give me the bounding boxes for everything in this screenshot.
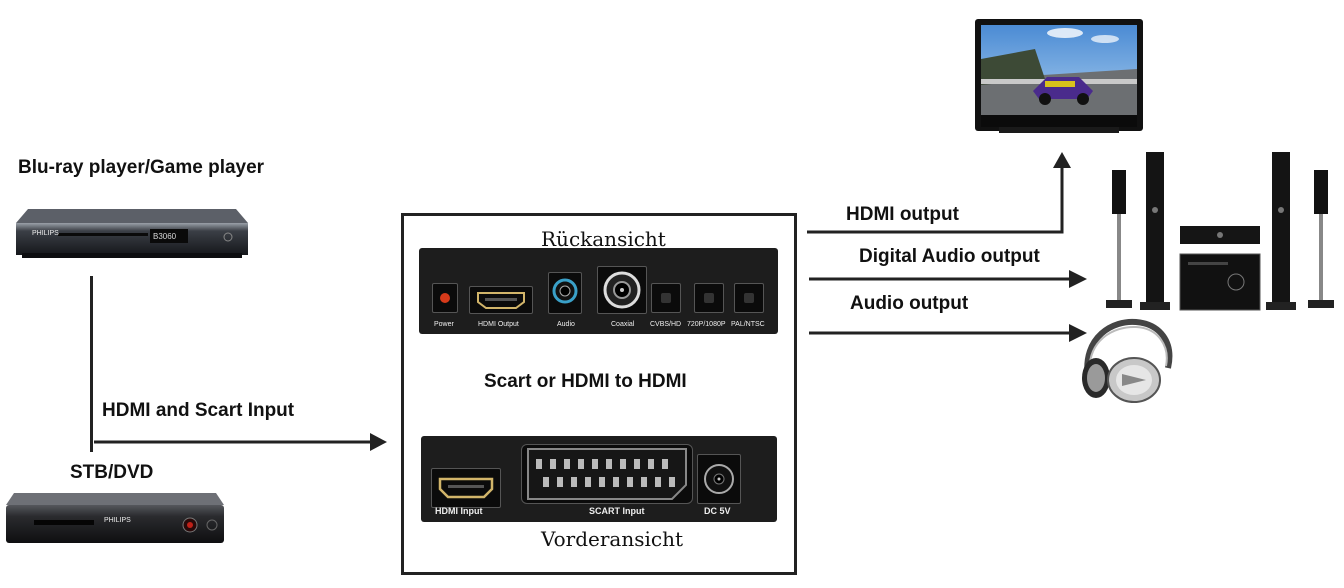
- scart-input-port: [521, 444, 693, 504]
- scart-pin: [669, 477, 675, 487]
- bluray-player: PHILIPS B3060: [14, 205, 250, 261]
- input-arrow: [94, 433, 387, 451]
- stb-label: STB/DVD: [70, 462, 154, 483]
- scart-input-label: SCART Input: [589, 506, 645, 516]
- cvbs-hd-label: CVBS/HD: [650, 321, 682, 328]
- hdmi-output-text: HDMI output: [846, 204, 959, 225]
- scart-pin: [648, 459, 654, 469]
- input-label: HDMI and Scart Input: [102, 400, 295, 421]
- scart-pin: [634, 459, 640, 469]
- digital-audio-text: Digital Audio output: [859, 246, 1040, 267]
- bluray-brand: PHILIPS: [32, 230, 59, 237]
- rear-view-label: Rückansicht: [541, 227, 666, 251]
- coaxial-port: [597, 266, 647, 314]
- pal-ntsc-label: PAL/NTSC: [731, 321, 765, 328]
- headphones-icon: [1074, 318, 1178, 404]
- scart-pin: [627, 477, 633, 487]
- coaxial-connector-icon: [603, 271, 641, 309]
- scart-pin: [613, 477, 619, 487]
- scart-pin: [655, 477, 661, 487]
- hdmi-input-label: HDMI Input: [435, 506, 483, 516]
- dc-label: DC 5V: [704, 506, 731, 516]
- dc-jack-icon: [704, 464, 734, 494]
- audio-label: Audio: [557, 321, 575, 328]
- audio-port: [548, 272, 582, 314]
- coaxial-label: Coaxial: [611, 321, 635, 328]
- resolution-switch: [694, 283, 724, 313]
- bluray-label: Blu-ray player/Game player: [18, 157, 265, 178]
- front-panel: HDMI Input SCART Input DC 5V: [421, 436, 777, 522]
- audio-output-text: Audio output: [850, 293, 969, 314]
- audio-output-arrow: [809, 324, 1087, 342]
- hdmi-output-arrow: [807, 152, 1071, 234]
- dc-port: [697, 454, 741, 504]
- scart-pin: [606, 459, 612, 469]
- scart-pin: [536, 459, 542, 469]
- rear-panel: Power HDMI Output Audio Coaxial CVBS/HD …: [419, 248, 778, 334]
- scart-pin: [585, 477, 591, 487]
- power-led-icon: [440, 293, 450, 303]
- power-label: Power: [434, 321, 454, 328]
- home-theater-speakers-icon: [1104, 150, 1340, 316]
- converter-diagram-box: [401, 213, 797, 575]
- scart-pin: [557, 477, 563, 487]
- scart-connector-icon: [527, 448, 687, 500]
- scart-pin: [543, 477, 549, 487]
- hdmi-output-label: HDMI Output: [478, 321, 519, 328]
- scart-pin: [592, 459, 598, 469]
- pal-ntsc-switch: [734, 283, 764, 313]
- scart-pin: [578, 459, 584, 469]
- scart-pin: [662, 459, 668, 469]
- resolution-label: 720P/1080P: [687, 321, 726, 328]
- switch-icon: [744, 293, 754, 303]
- scart-pin: [599, 477, 605, 487]
- tv-icon: [975, 19, 1143, 139]
- center-title: Scart or HDMI to HDMI: [484, 371, 687, 392]
- hdmi-connector-icon: [438, 477, 494, 499]
- power-port: [432, 283, 458, 313]
- cvbs-hd-switch: [651, 283, 681, 313]
- scart-pin: [550, 459, 556, 469]
- audio-jack-icon: [552, 278, 578, 304]
- hdmi-output-port: [469, 286, 533, 314]
- stb-brand: PHILIPS: [104, 517, 131, 524]
- stb-device: PHILIPS: [4, 487, 226, 549]
- hdmi-input-port: [431, 468, 501, 508]
- scart-pin: [641, 477, 647, 487]
- scart-pin: [571, 477, 577, 487]
- bluray-connector-line: [90, 276, 93, 452]
- bluray-display: B3060: [153, 232, 177, 241]
- front-view-label: Vorderansicht: [541, 527, 683, 551]
- digital-audio-arrow: [809, 270, 1087, 288]
- hdmi-connector-icon: [477, 292, 525, 309]
- switch-icon: [661, 293, 671, 303]
- switch-icon: [704, 293, 714, 303]
- scart-pin: [620, 459, 626, 469]
- scart-pin: [564, 459, 570, 469]
